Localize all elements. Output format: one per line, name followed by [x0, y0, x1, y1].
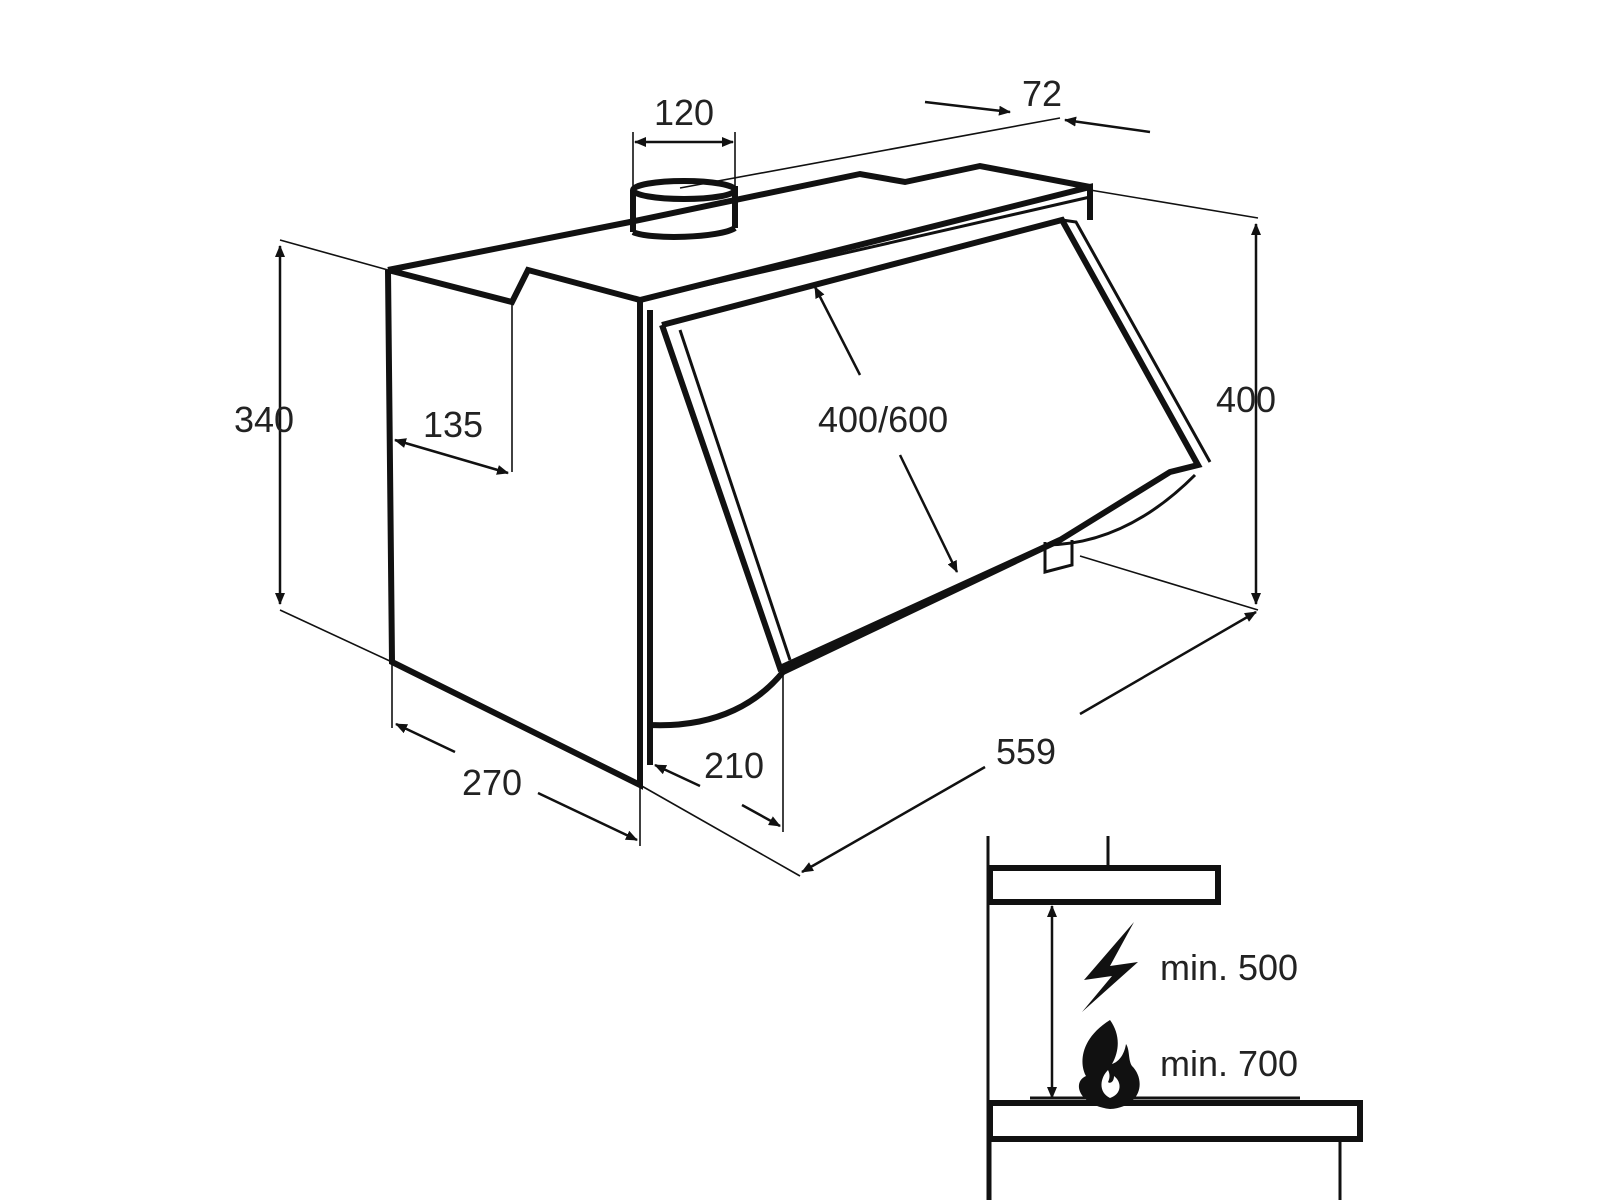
label-filter-depth: 400/600 [818, 399, 948, 440]
label-depth: 270 [462, 762, 522, 803]
clearance-inset: min. 500 min. 700 [986, 836, 1363, 1200]
hood-bottom-front [647, 310, 1062, 765]
hood-body [385, 162, 1212, 790]
inset-hob [987, 1100, 1363, 1142]
hood-top-back [387, 162, 1091, 273]
inset-hood [987, 865, 1221, 905]
flame-icon [1078, 1020, 1140, 1109]
label-side-step: 135 [423, 404, 483, 445]
hood-visor-inner [678, 218, 1212, 661]
hood-top-edge [387, 183, 1093, 306]
label-total-height: 400 [1216, 379, 1276, 420]
hood-front-top [639, 195, 1091, 302]
hood-bottom-curve [1044, 473, 1197, 547]
dimension-labels: 120 72 340 135 400 400/600 270 210 559 [234, 73, 1276, 803]
label-electric-min: min. 500 [1160, 947, 1298, 988]
dimension-lines [275, 100, 1261, 877]
label-width: 559 [996, 731, 1056, 772]
label-front-depth: 210 [704, 745, 764, 786]
hood-left-side [385, 269, 643, 790]
duct-collar [630, 178, 738, 240]
label-side-height: 340 [234, 399, 294, 440]
lightning-bolt-icon [1082, 922, 1138, 1012]
label-gas-min: min. 700 [1160, 1043, 1298, 1084]
label-rear-offset: 72 [1022, 73, 1062, 114]
hood-light-box [1043, 540, 1074, 574]
label-duct-diameter: 120 [654, 92, 714, 133]
